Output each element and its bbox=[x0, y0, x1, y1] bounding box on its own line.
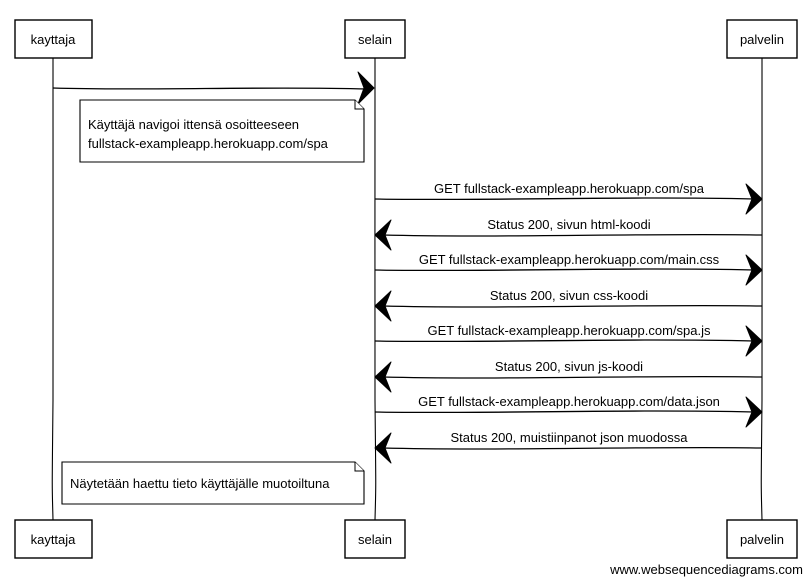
message-get-data-json: GET fullstack-exampleapp.herokuapp.com/d… bbox=[374, 394, 763, 428]
message-label: GET fullstack-exampleapp.herokuapp.com/m… bbox=[419, 252, 720, 267]
message-label: Status 200, sivun html-koodi bbox=[487, 217, 650, 232]
participant-palvelin-top: palvelin bbox=[726, 19, 798, 59]
participant-label: selain bbox=[358, 32, 392, 47]
message-status-json: Status 200, muistiinpanot json muodossa bbox=[374, 430, 763, 464]
participant-label: palvelin bbox=[740, 532, 784, 547]
participant-kayttaja-bottom: kayttaja bbox=[14, 519, 93, 559]
participant-palvelin-bottom: palvelin bbox=[726, 519, 798, 559]
participant-selain-top: selain bbox=[344, 19, 406, 59]
participant-label: kayttaja bbox=[31, 32, 77, 47]
message-get-spa: GET fullstack-exampleapp.herokuapp.com/s… bbox=[374, 181, 763, 215]
lifeline-kayttaja bbox=[51, 57, 54, 521]
message-get-css: GET fullstack-exampleapp.herokuapp.com/m… bbox=[374, 252, 763, 286]
participant-label: palvelin bbox=[740, 32, 784, 47]
participant-kayttaja-top: kayttaja bbox=[14, 19, 93, 59]
message-label: Status 200, sivun css-koodi bbox=[490, 288, 648, 303]
message-label: GET fullstack-exampleapp.herokuapp.com/d… bbox=[418, 394, 720, 409]
message-arrow-navigate bbox=[52, 71, 375, 105]
participant-selain-bottom: selain bbox=[344, 519, 406, 559]
note-line: fullstack-exampleapp.herokuapp.com/spa bbox=[88, 136, 329, 151]
participant-label: selain bbox=[358, 532, 392, 547]
watermark-text: www.websequencediagrams.com bbox=[610, 562, 803, 577]
message-status-css: Status 200, sivun css-koodi bbox=[374, 288, 763, 322]
note-line: Käyttäjä navigoi ittensä osoitteeseen bbox=[88, 117, 299, 132]
lifeline-palvelin bbox=[760, 57, 763, 521]
participant-label: kayttaja bbox=[31, 532, 77, 547]
note-display: Näytetään haettu tieto käyttäjälle muoto… bbox=[61, 461, 365, 505]
note-navigate: Käyttäjä navigoi ittensä osoitteeseen fu… bbox=[79, 99, 365, 163]
lifeline-selain bbox=[374, 57, 377, 521]
message-label: Status 200, sivun js-koodi bbox=[495, 359, 643, 374]
message-label: GET fullstack-exampleapp.herokuapp.com/s… bbox=[427, 323, 711, 338]
note-line: Näytetään haettu tieto käyttäjälle muoto… bbox=[70, 476, 330, 491]
message-status-js: Status 200, sivun js-koodi bbox=[374, 359, 763, 393]
message-label: GET fullstack-exampleapp.herokuapp.com/s… bbox=[434, 181, 705, 196]
message-label: Status 200, muistiinpanot json muodossa bbox=[450, 430, 688, 445]
message-status-html: Status 200, sivun html-koodi bbox=[374, 217, 763, 251]
message-get-js: GET fullstack-exampleapp.herokuapp.com/s… bbox=[374, 323, 763, 357]
